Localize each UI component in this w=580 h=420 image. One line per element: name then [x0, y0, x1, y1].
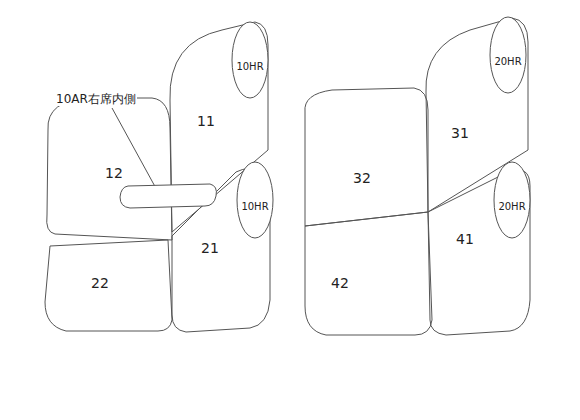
outline-path [305, 212, 432, 335]
seat-panel: 42 [302, 210, 434, 337]
part-number: 21 [201, 241, 219, 255]
part-number: 11 [197, 114, 215, 128]
seat-outline [237, 162, 273, 238]
headrest-code: 20HR [498, 202, 525, 212]
seat-panel: 32 [302, 86, 430, 228]
part-number: 41 [456, 232, 474, 246]
outline-path [232, 22, 268, 98]
outline-path [494, 162, 530, 238]
seat-outline [302, 86, 430, 228]
headrest-circle: 20HR [490, 17, 526, 93]
part-number: 31 [451, 126, 469, 140]
seat-outline [232, 22, 268, 98]
part-number: 12 [105, 166, 123, 180]
seat-panel: 22 [44, 238, 174, 333]
outline-path [45, 240, 172, 331]
outline-path [47, 98, 172, 240]
headrest-circle: 10HR [232, 22, 268, 98]
outline-path [305, 88, 428, 226]
seat-outline [490, 17, 526, 93]
seat-outline [302, 210, 434, 337]
armrest-outline [120, 184, 216, 208]
callout-label: 10AR右席内側 [55, 92, 137, 106]
headrest-code: 10HR [241, 202, 268, 212]
headrest-circle: 20HR [494, 162, 530, 238]
part-number: 42 [331, 276, 349, 290]
outline-path [237, 162, 273, 238]
part-number: 32 [353, 171, 371, 185]
headrest-code: 10HR [236, 62, 263, 72]
seat-panel: 12 [44, 96, 174, 242]
headrest-code: 20HR [494, 57, 521, 67]
seat-outline [44, 238, 174, 333]
headrest-circle: 10HR [237, 162, 273, 238]
seat-outline [494, 162, 530, 238]
part-number: 22 [91, 276, 109, 290]
outline-path [490, 17, 526, 93]
